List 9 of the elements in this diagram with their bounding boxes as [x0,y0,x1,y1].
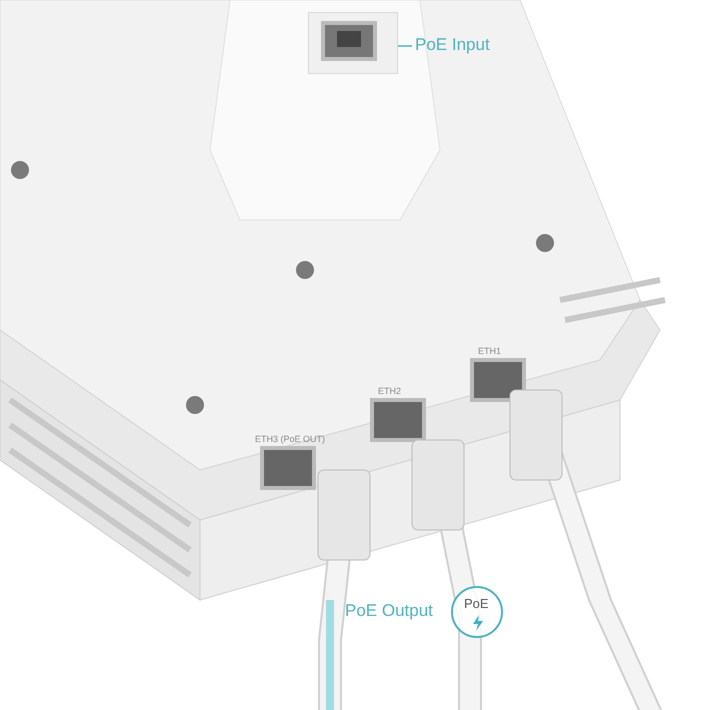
port-label: ETH2 [378,386,402,396]
callout-text: PoE Input [415,35,490,55]
port-label: ETH1 [478,346,502,356]
ethernet-port-picture [308,12,398,74]
badge-text: PoE [464,596,489,611]
callout-text: PoE Output [345,601,433,621]
port-label: ETH3 (PoE OUT) [255,434,326,444]
leader-line [398,45,412,47]
poe-badge [451,586,503,638]
